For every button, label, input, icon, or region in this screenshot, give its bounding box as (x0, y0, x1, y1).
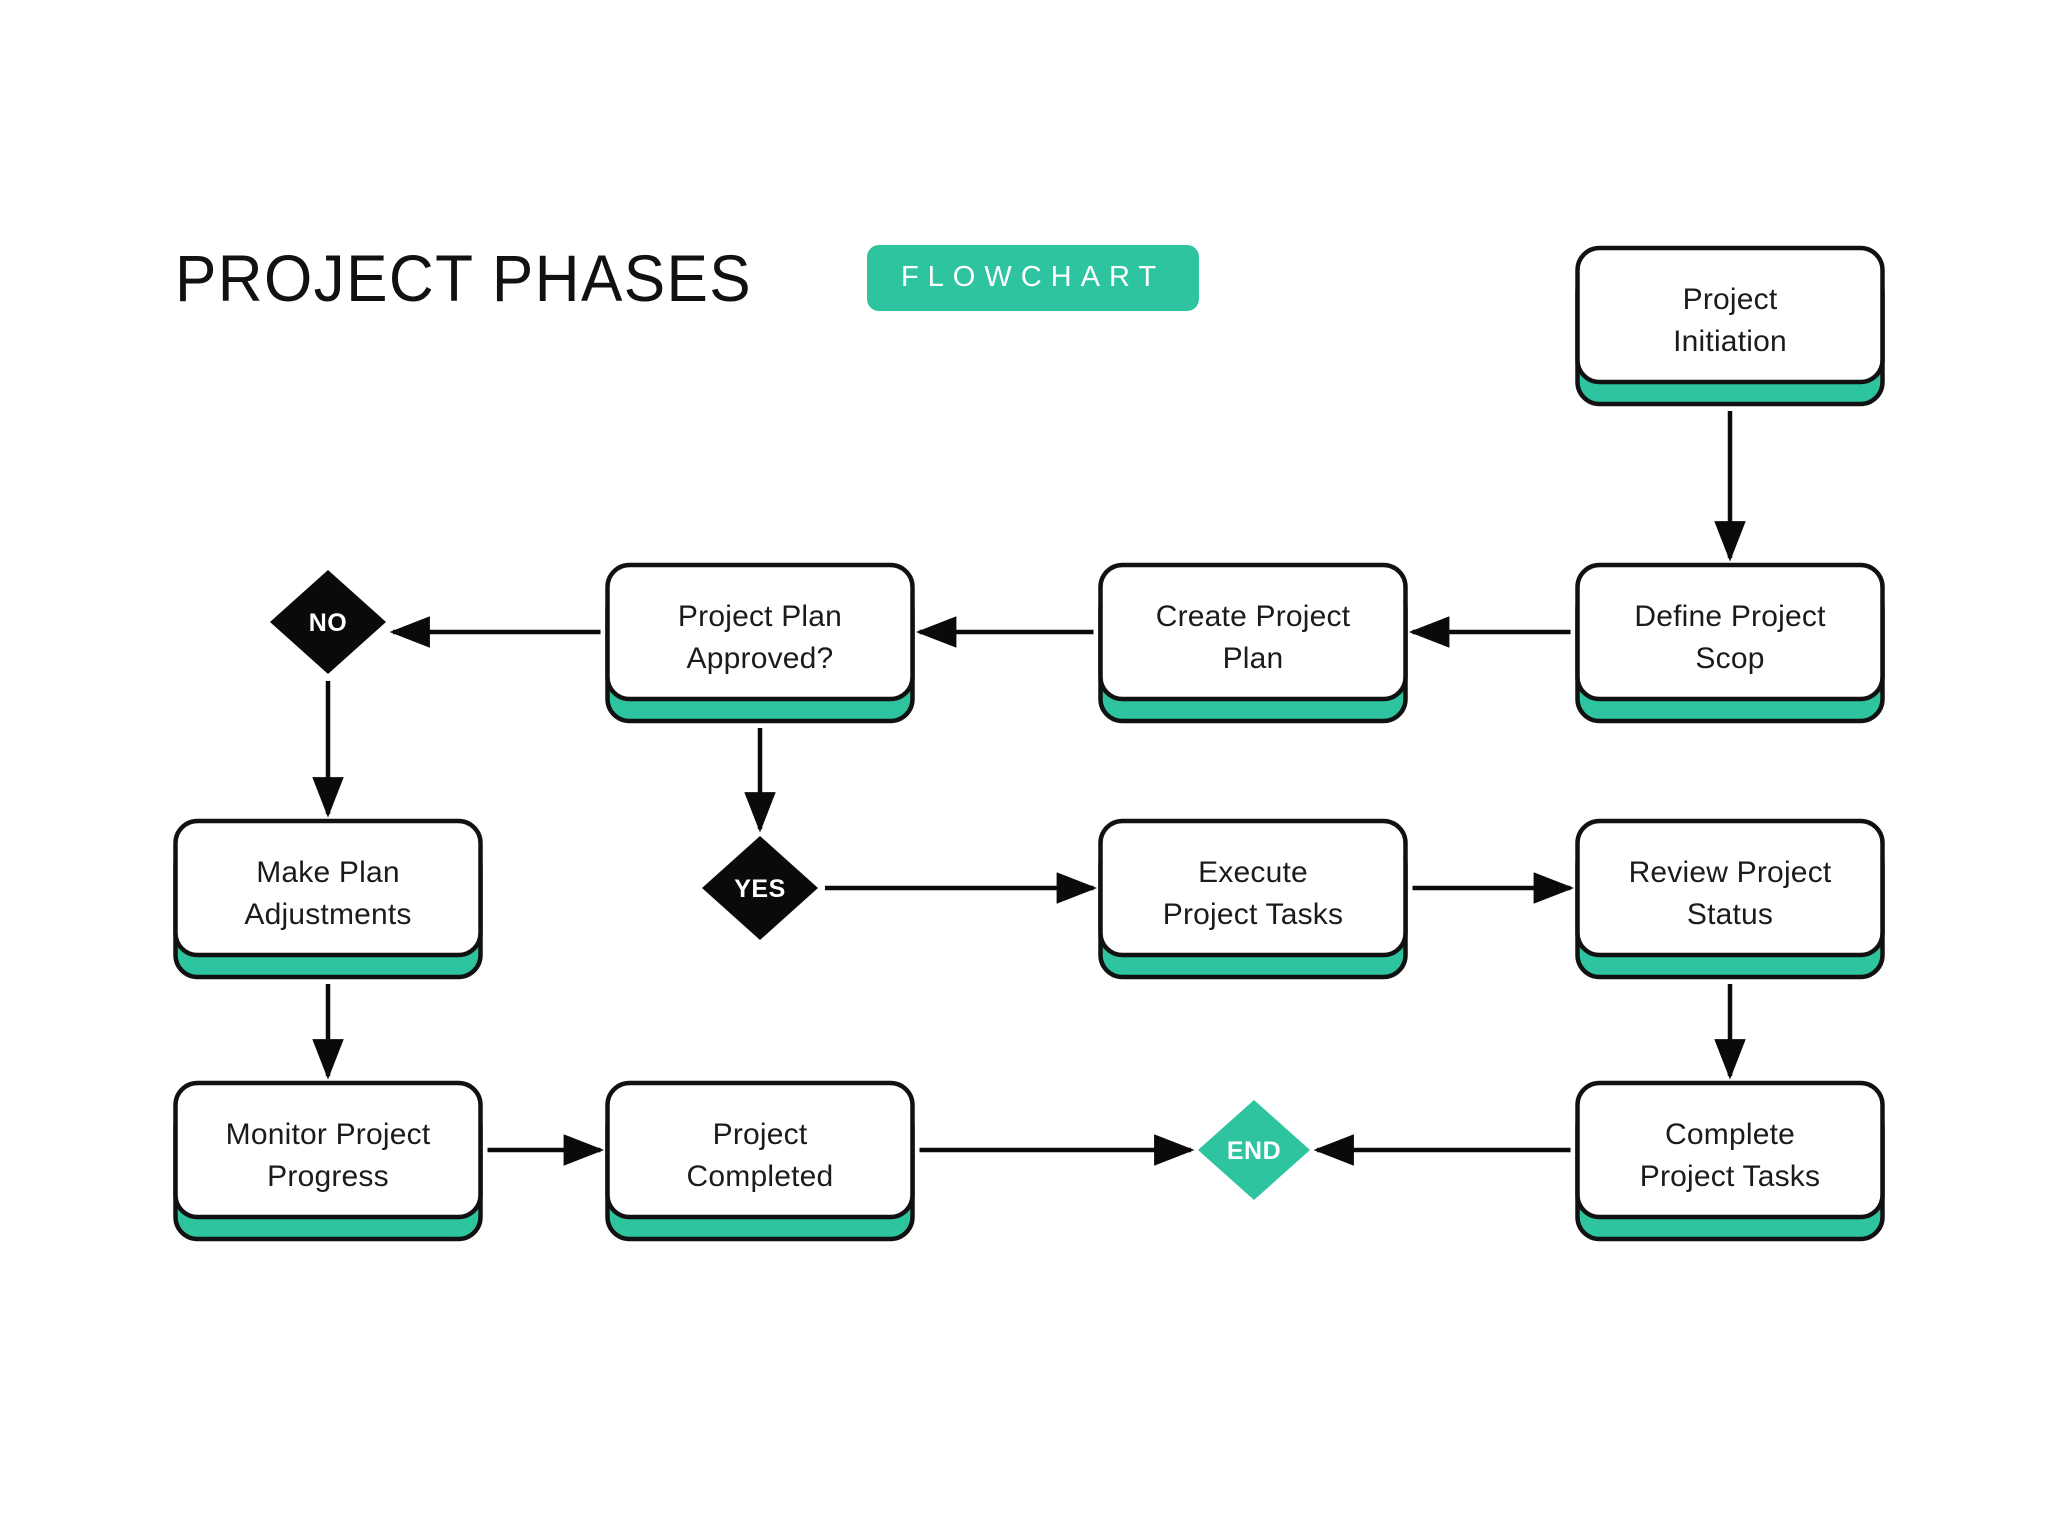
node-face (173, 818, 483, 958)
node-face (1098, 562, 1408, 702)
node-label: END (1227, 1137, 1281, 1165)
edges-layer (312, 411, 1746, 1166)
node-decision-yes[interactable]: YES (702, 836, 818, 940)
node-label: Completed (687, 1160, 834, 1193)
flowchart-badge: FLOWCHART (866, 245, 1200, 311)
node-label: Adjustments (244, 898, 411, 931)
node-label: Define Project (1634, 600, 1826, 633)
node-label: Create Project (1156, 600, 1351, 633)
node-label: Project (713, 1118, 808, 1151)
node-label: Scop (1695, 642, 1764, 675)
node-label: Project Tasks (1640, 1160, 1820, 1193)
node-label: Approved? (687, 642, 834, 675)
node-label: Initiation (1673, 325, 1787, 358)
decision-diamond (702, 836, 818, 940)
header: PROJECT PHASES FLOWCHART (175, 241, 1200, 315)
node-face (1575, 245, 1885, 385)
node-label: Make Plan (256, 856, 400, 889)
decision-diamond (270, 570, 386, 674)
node-face (605, 562, 915, 702)
node-face (173, 1080, 483, 1220)
node-face (1575, 1080, 1885, 1220)
node-label: Project Plan (678, 600, 842, 633)
node-label: Progress (267, 1160, 389, 1193)
node-label: NO (309, 609, 348, 637)
node-label: Plan (1223, 642, 1284, 675)
node-label: YES (734, 875, 786, 903)
page-title: PROJECT PHASES (175, 241, 753, 315)
node-label: Review Project (1629, 856, 1832, 889)
node-decision-no[interactable]: NO (270, 570, 386, 674)
node-face (605, 1080, 915, 1220)
node-face (1098, 818, 1408, 958)
node-end-node[interactable]: END (1198, 1100, 1310, 1200)
node-label: Status (1687, 898, 1773, 931)
node-label: Project Tasks (1163, 898, 1343, 931)
node-face (1575, 562, 1885, 702)
node-label: Execute (1198, 856, 1308, 889)
end-diamond (1198, 1100, 1310, 1200)
node-label: Complete (1665, 1118, 1795, 1151)
node-label: Monitor Project (226, 1118, 431, 1151)
node-face (1575, 818, 1885, 958)
node-label: Project (1683, 283, 1778, 316)
